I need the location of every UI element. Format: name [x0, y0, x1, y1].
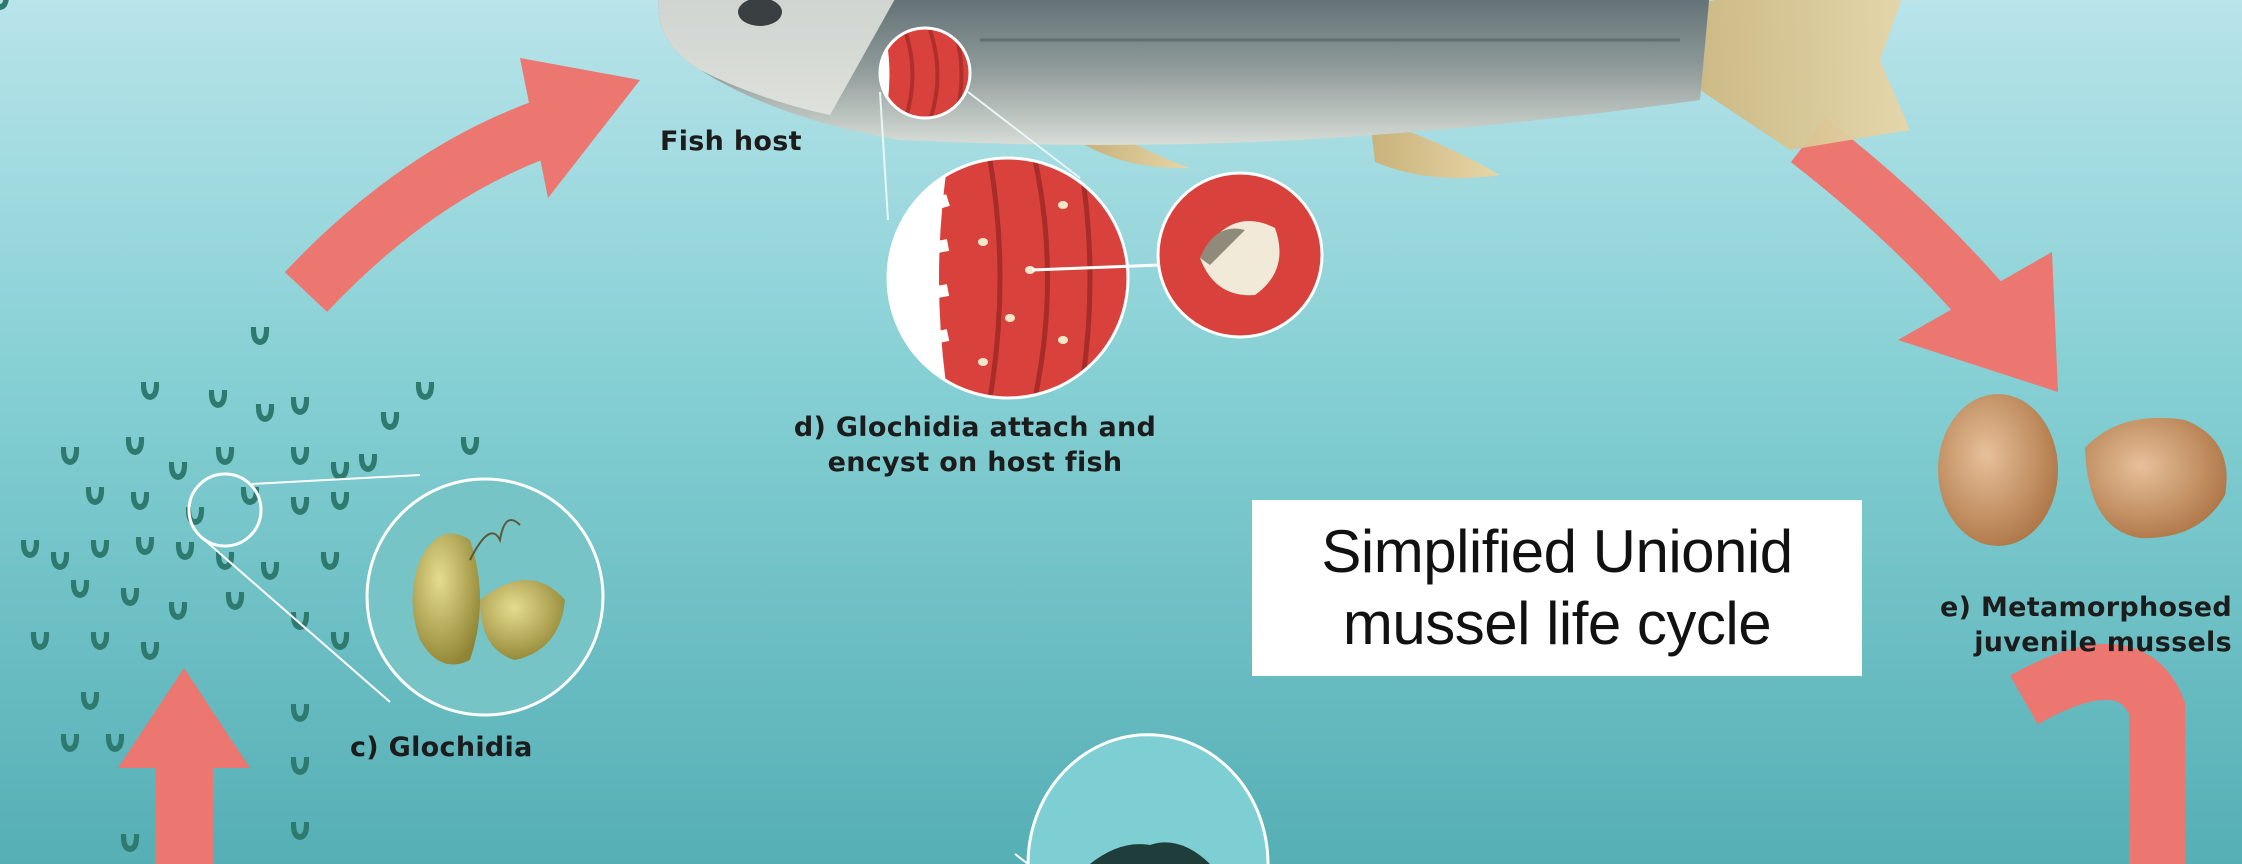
- stage-label-e-line2: juvenile mussels: [1926, 625, 2232, 660]
- stage-label-e-line1: e) Metamorphosed: [1926, 590, 2232, 625]
- glochidium-zoom-circle: [367, 479, 603, 715]
- stage-label-d-line1: d) Glochidia attach and: [790, 410, 1160, 445]
- encysted-glochidium-circle: [1158, 173, 1322, 337]
- diagram-title-line1: Simplified Unionid: [1321, 516, 1792, 588]
- stage-label-c: c) Glochidia: [350, 730, 533, 765]
- stage-label-fish-host: Fish host: [660, 124, 802, 159]
- stage-label-d-line2: encyst on host fish: [790, 445, 1160, 480]
- gill-closeup-circle: [880, 28, 970, 120]
- diagram-title-box: Simplified Unionid mussel life cycle: [1252, 500, 1862, 676]
- diagram-title-line2: mussel life cycle: [1343, 588, 1771, 660]
- stage-label-d: d) Glochidia attach and encyst on host f…: [790, 410, 1160, 480]
- stage-label-e: e) Metamorphosed juvenile mussels: [1926, 590, 2232, 660]
